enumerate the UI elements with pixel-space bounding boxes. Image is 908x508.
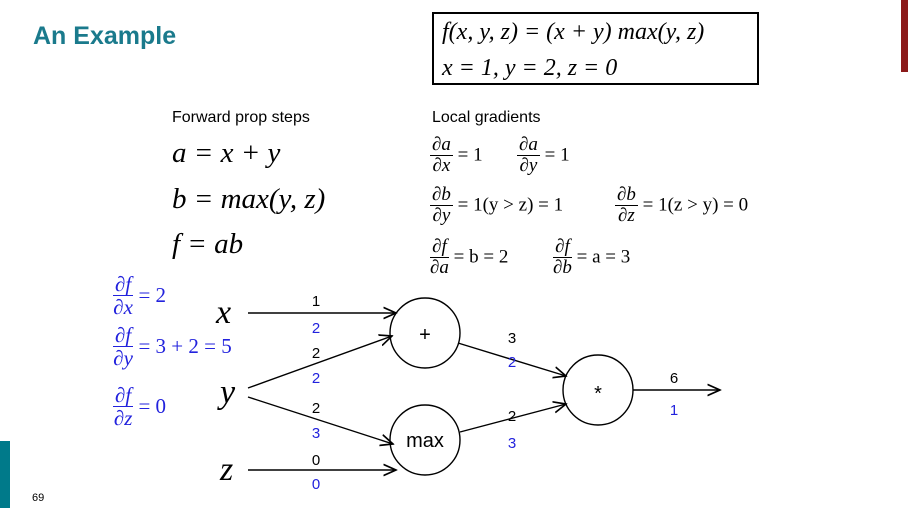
forward-step: a = x + y (172, 137, 281, 169)
input-values: x = 1, y = 2, z = 0 (442, 55, 618, 81)
backward-gradient-z: ∂f∂z = 0 (113, 383, 167, 431)
gradient-value: 2 (312, 370, 320, 387)
node-max-label: max (406, 430, 444, 452)
forward-value: 2 (312, 345, 320, 362)
gradient-value: 0 (312, 476, 320, 493)
forward-step: b = max(y, z) (172, 183, 326, 215)
input-z: z (219, 451, 233, 488)
output-gradient: 1 (670, 402, 678, 419)
node-add (389, 297, 461, 369)
gradient-value: 2 (312, 320, 320, 337)
forward-value: 1 (312, 293, 320, 310)
accent-bar-red (901, 0, 908, 72)
forward-value: 3 (508, 330, 516, 347)
edge-plus-mul (457, 342, 566, 376)
node-mul-label: * (594, 383, 602, 405)
accent-bar-teal (0, 441, 10, 508)
node-mul (562, 354, 634, 426)
local-gradient: ∂f∂b = a = 3 (553, 236, 631, 278)
edge-max-mul (459, 404, 566, 433)
local-gradient: ∂a∂y = 1 (517, 134, 570, 176)
forward-value: 2 (312, 400, 320, 417)
input-x: x (215, 294, 231, 331)
backward-gradient-x: ∂f∂x = 2 (113, 272, 167, 320)
function-box: f(x, y, z) = (x + y) max(y, z) x = 1, y … (432, 12, 759, 85)
local-gradient: ∂b∂z = 1(z > y) = 0 (615, 184, 749, 226)
local-gradient: ∂b∂y = 1(y > z) = 1 (430, 184, 564, 226)
edge-y-max (247, 396, 393, 444)
local-gradient: ∂f∂a = b = 2 (430, 236, 509, 278)
forward-value: 0 (312, 452, 320, 469)
function-definition: f(x, y, z) = (x + y) max(y, z) (442, 19, 705, 45)
gradient-value: 3 (508, 435, 516, 452)
slide-title: An Example (33, 22, 177, 50)
forward-step: f = ab (172, 228, 244, 260)
local-gradient: ∂a∂x = 1 (430, 134, 483, 176)
node-max (389, 404, 461, 476)
output-value: 6 (670, 370, 678, 387)
input-y: y (217, 374, 236, 411)
local-header: Local gradients (432, 109, 541, 126)
page-number: 69 (32, 492, 45, 504)
backward-gradient-y: ∂f∂y = 3 + 2 = 5 (113, 323, 232, 371)
forward-header: Forward prop steps (172, 109, 310, 126)
gradient-value: 2 (508, 354, 516, 371)
forward-value: 2 (508, 408, 516, 425)
node-add-label: + (419, 324, 431, 346)
gradient-value: 3 (312, 425, 320, 442)
edge-y-plus (247, 336, 392, 389)
